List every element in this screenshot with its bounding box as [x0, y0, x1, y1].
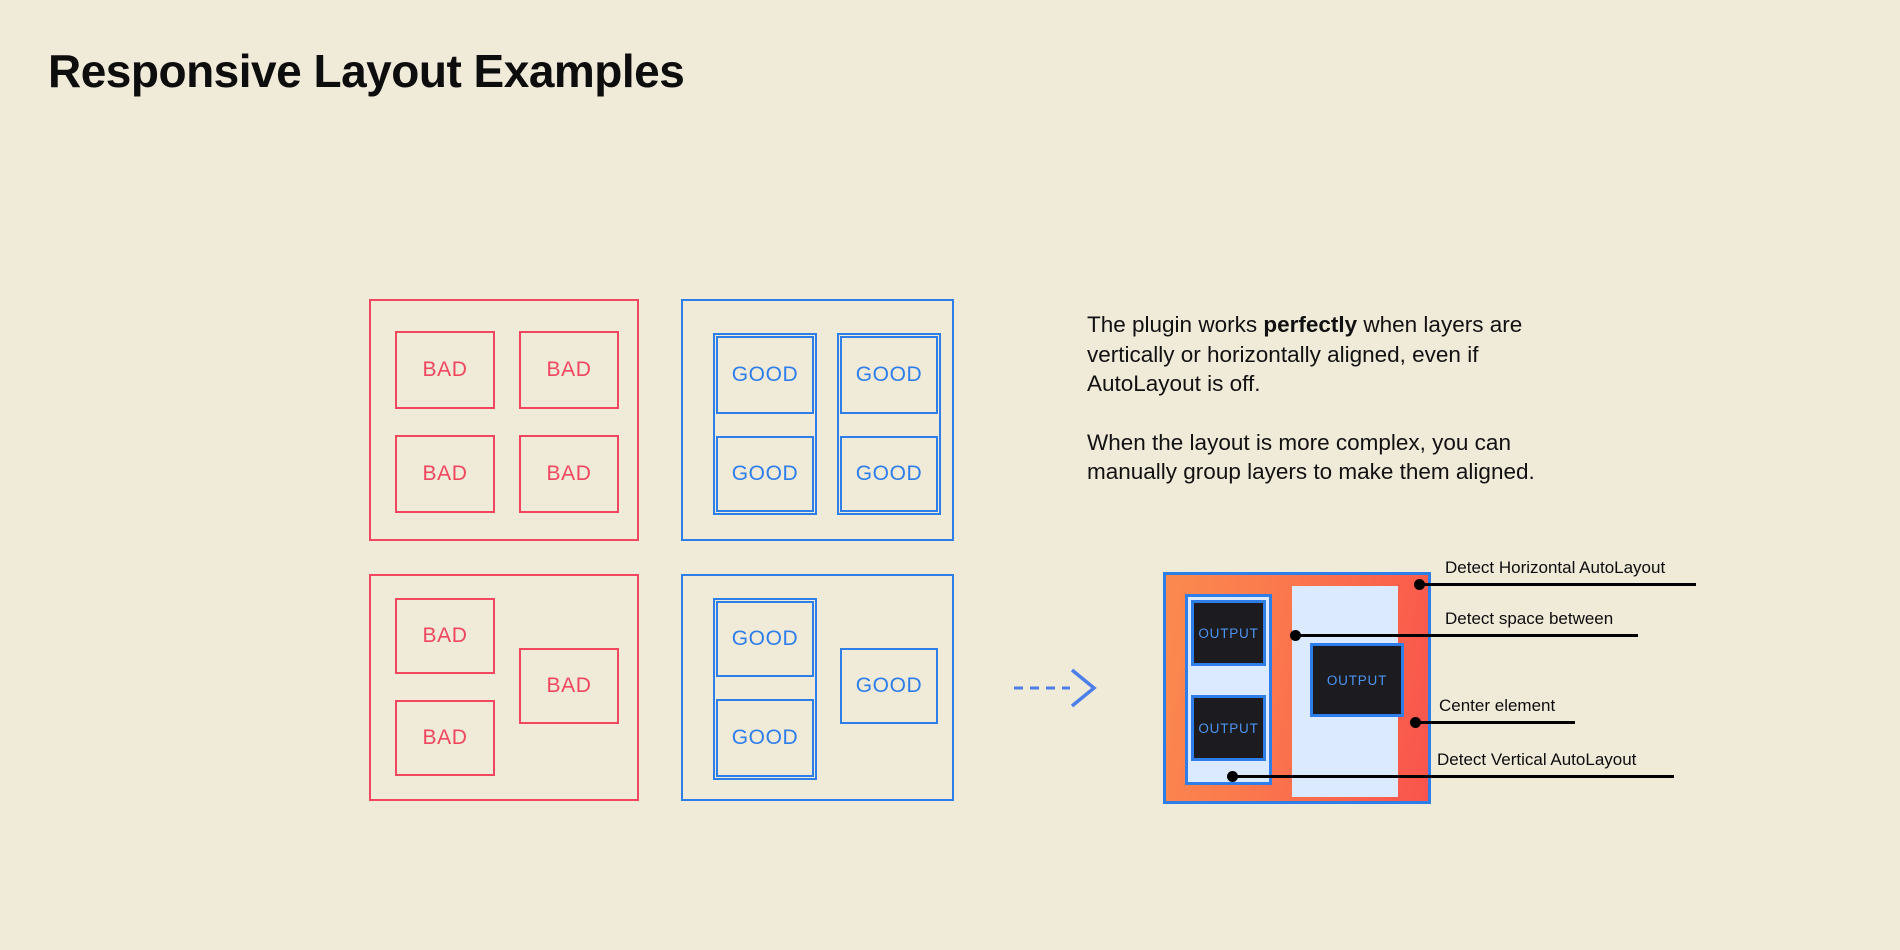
bad-cell-label: BAD: [422, 624, 468, 647]
composite-diagram: OUTPUT OUTPUT OUTPUT: [1163, 572, 1431, 804]
output-box: OUTPUT: [1310, 643, 1404, 717]
bad-cell: BAD: [395, 331, 495, 409]
good-grid-panel: GOOD GOOD GOOD GOOD: [681, 299, 954, 541]
bad-cell: BAD: [519, 648, 619, 724]
annotation-line: [1295, 634, 1638, 637]
page-title: Responsive Layout Examples: [48, 45, 685, 97]
bad-cell: BAD: [395, 700, 495, 776]
good-cell: GOOD: [840, 648, 938, 724]
good-group-wrapper: [713, 598, 817, 780]
good-group-wrapper: [713, 333, 817, 515]
output-box: OUTPUT: [1191, 695, 1266, 761]
annotation-line: [1415, 721, 1575, 724]
good-cell: GOOD: [716, 601, 814, 677]
desc-p1-bold: perfectly: [1263, 312, 1358, 337]
bad-cell-label: BAD: [422, 462, 468, 485]
good-cell: GOOD: [716, 336, 814, 414]
annotation-label: Detect Horizontal AutoLayout: [1445, 558, 1666, 577]
good-complex-panel: GOOD GOOD GOOD: [681, 574, 954, 801]
desc-p1-part1: The plugin works: [1087, 312, 1264, 337]
bad-cell-label: BAD: [546, 462, 592, 485]
good-cell-label: GOOD: [731, 462, 799, 485]
description-paragraph-1: The plugin works perfectly when layers a…: [1087, 310, 1557, 399]
annotation-label: Center element: [1439, 696, 1556, 715]
bad-cell-label: BAD: [422, 358, 468, 381]
annotation-line: [1419, 583, 1696, 586]
annotation-label: Detect Vertical AutoLayout: [1437, 750, 1637, 769]
good-cell-label: GOOD: [731, 726, 799, 749]
bad-cell-label: BAD: [546, 674, 592, 697]
bad-complex-panel: BAD BAD BAD: [369, 574, 639, 801]
good-cell: GOOD: [716, 699, 814, 777]
output-box: OUTPUT: [1191, 600, 1266, 666]
bad-cell-label: BAD: [546, 358, 592, 381]
bad-cell: BAD: [395, 435, 495, 513]
bad-cell: BAD: [395, 598, 495, 674]
desc-p1-part2: when layers are vertically or horizontal…: [1087, 312, 1523, 396]
flow-arrow: [1012, 668, 1102, 708]
description-paragraph-2: When the layout is more complex, you can…: [1087, 429, 1535, 485]
good-cell-label: GOOD: [731, 627, 799, 650]
good-group-wrapper: [837, 333, 941, 515]
good-cell: GOOD: [840, 336, 938, 414]
output-label: OUTPUT: [1198, 625, 1259, 641]
annotation-label: Detect space between: [1445, 609, 1614, 628]
bad-grid-panel: BAD BAD BAD BAD: [369, 299, 639, 541]
good-cell-label: GOOD: [855, 674, 923, 697]
annotation-line: [1232, 775, 1674, 778]
bad-cell: BAD: [519, 331, 619, 409]
output-label: OUTPUT: [1198, 720, 1259, 736]
good-cell-label: GOOD: [855, 462, 923, 485]
bad-cell: BAD: [519, 435, 619, 513]
good-cell: GOOD: [716, 436, 814, 512]
good-cell: GOOD: [840, 436, 938, 512]
bad-cell-label: BAD: [422, 726, 468, 749]
output-label: OUTPUT: [1326, 672, 1388, 688]
description-text: The plugin works perfectly when layers a…: [1087, 310, 1557, 487]
good-cell-label: GOOD: [855, 363, 923, 386]
good-cell-label: GOOD: [731, 363, 799, 386]
